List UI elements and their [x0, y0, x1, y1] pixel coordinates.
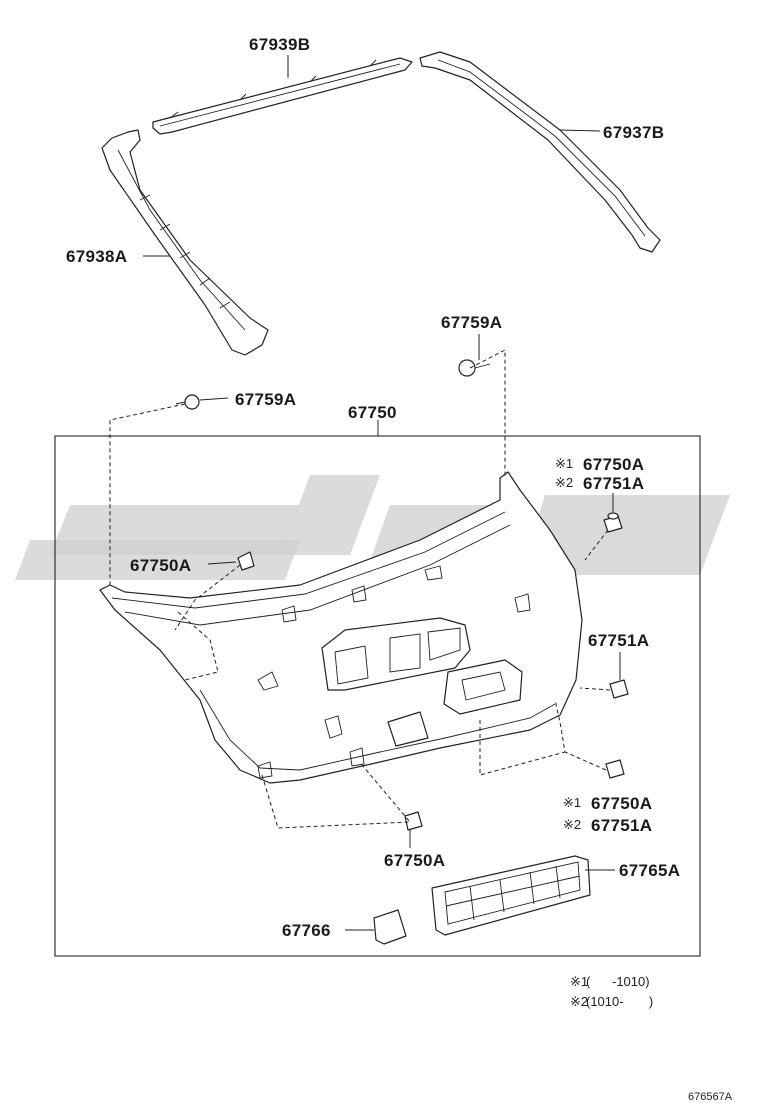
clip-67751A-right	[609, 679, 629, 699]
clip-67750A-right-bottom	[605, 759, 625, 779]
label-67938A: 67938A	[66, 247, 127, 266]
label-67751A-r2: 67751A	[591, 816, 652, 835]
figure-id: 676567A	[688, 1091, 733, 1103]
fastener-67759A-top	[458, 359, 491, 377]
leader-lines	[143, 55, 621, 931]
label-67750: 67750	[348, 403, 397, 422]
clip-67750A-left	[237, 551, 255, 571]
note-2-mark: ※2	[570, 994, 588, 1009]
part-67939B-garnish	[152, 57, 413, 135]
marker-2-r2: ※2	[563, 817, 581, 832]
label-67751A-right: 67751A	[588, 631, 649, 650]
note-1-mark: ※1	[570, 974, 588, 989]
clip-67750A-right-top	[603, 512, 623, 533]
label-67939B: 67939B	[249, 35, 310, 54]
label-67937B: 67937B	[603, 123, 664, 142]
label-67750A-left: 67750A	[130, 556, 191, 575]
marker-1-r1: ※1	[555, 456, 573, 471]
clip-67750A-bottom	[404, 811, 423, 831]
label-67759A-left: 67759A	[235, 390, 296, 409]
fastener-67759A-left	[175, 394, 200, 410]
marker-1-r2: ※1	[563, 795, 581, 810]
marker-2-r1: ※2	[555, 475, 573, 490]
label-67759A-top: 67759A	[441, 313, 502, 332]
label-67750A-bottom: 67750A	[384, 851, 445, 870]
note-1-text: ( -1010)	[586, 974, 650, 989]
dashed-guides	[109, 349, 611, 829]
note-2-text: (1010- )	[586, 994, 653, 1009]
label-67750A-r1: 67750A	[583, 455, 644, 474]
part-67750-door-trim	[99, 471, 583, 784]
part-67937B-garnish	[419, 51, 661, 253]
part-67766-cover	[373, 909, 407, 945]
label-67750A-r2: 67750A	[591, 794, 652, 813]
label-67765A: 67765A	[619, 861, 680, 880]
part-67765A-pocket	[431, 855, 591, 936]
label-67751A-r1: 67751A	[583, 474, 644, 493]
part-67938A-garnish	[101, 129, 269, 356]
label-67766: 67766	[282, 921, 331, 940]
